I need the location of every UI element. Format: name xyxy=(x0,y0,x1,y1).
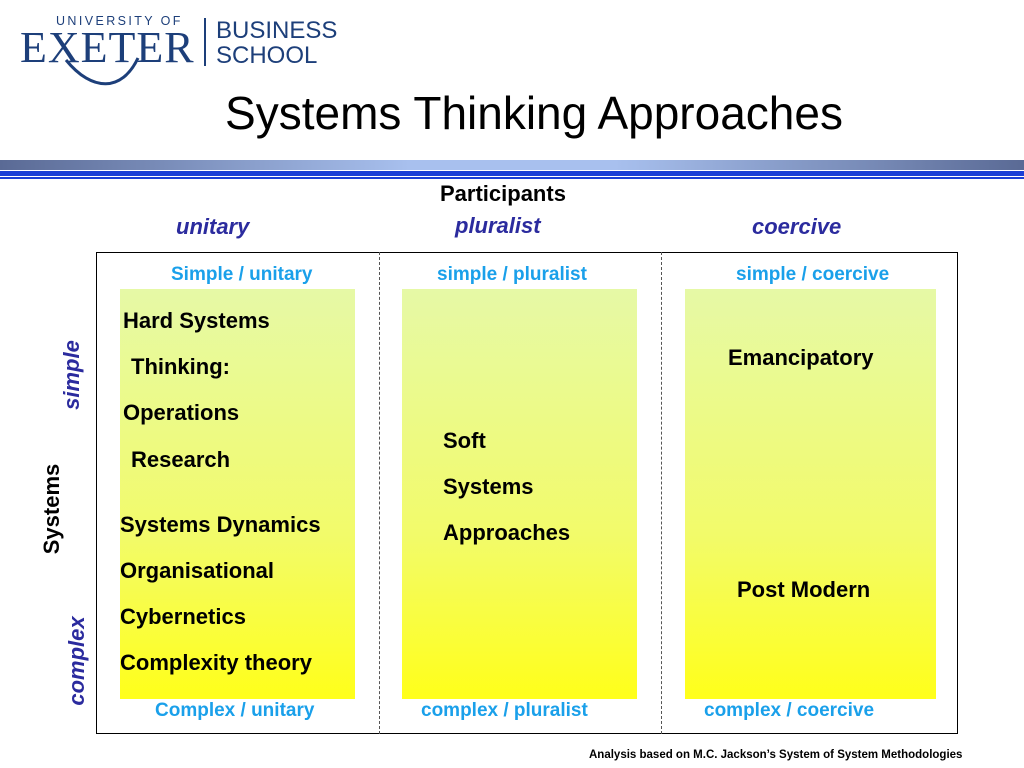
text-cybernetics: Cybernetics xyxy=(120,604,246,629)
text-operations: Operations xyxy=(123,400,240,425)
header-blue-bar xyxy=(0,171,1024,176)
coercive-label: coercive xyxy=(752,214,842,239)
divider-right xyxy=(661,252,662,734)
university-logo: UNIVERSITY OF EXETER BUSINESS SCHOOL xyxy=(8,6,337,90)
logo-business: BUSINESS xyxy=(216,17,338,44)
text-soft: Soft xyxy=(443,428,486,453)
logo-divider xyxy=(204,18,206,66)
participants-label: Participants xyxy=(440,181,566,206)
text-complexity-theory: Complexity theory xyxy=(120,650,312,675)
header-blue-line xyxy=(0,177,1024,179)
corner-complex-coercive: complex / coercive xyxy=(704,700,875,721)
text-systems: Systems xyxy=(443,474,534,499)
complex-axis-label: complex xyxy=(64,616,89,706)
panel-coercive xyxy=(685,289,936,699)
panel-unitary xyxy=(120,289,355,699)
logo-school: SCHOOL xyxy=(216,42,318,69)
corner-complex-unitary: Complex / unitary xyxy=(155,700,315,721)
corner-simple-unitary: Simple / unitary xyxy=(171,264,313,285)
text-emancipatory: Emancipatory xyxy=(728,345,874,370)
complex-axis-wrap: complex xyxy=(46,606,110,716)
corner-simple-coercive: simple / coercive xyxy=(736,264,890,285)
pluralist-label: pluralist xyxy=(455,213,541,238)
matrix-frame xyxy=(96,252,958,734)
header-gradient-bar xyxy=(0,160,1024,170)
text-approaches: Approaches xyxy=(443,520,571,545)
text-organisational: Organisational xyxy=(120,558,275,583)
logo-university-of: UNIVERSITY OF xyxy=(56,14,183,28)
corner-simple-pluralist: simple / pluralist xyxy=(437,264,587,285)
slide-title: Systems Thinking Approaches xyxy=(225,87,843,139)
simple-axis-wrap: simple xyxy=(40,330,104,420)
simple-axis-label: simple xyxy=(59,340,84,410)
systems-axis-label: Systems xyxy=(39,463,64,555)
corner-complex-pluralist: complex / pluralist xyxy=(421,700,588,721)
text-post-modern: Post Modern xyxy=(737,577,871,602)
systems-axis-wrap: Systems xyxy=(22,460,82,560)
logo-exeter: EXETER xyxy=(20,23,195,72)
text-research: Research xyxy=(131,447,231,472)
divider-left xyxy=(379,252,380,734)
text-thinking: Thinking: xyxy=(131,354,230,379)
panel-pluralist xyxy=(402,289,637,699)
footnote: Analysis based on M.C. Jackson’s System … xyxy=(589,749,963,761)
logo-swoosh-icon xyxy=(64,57,140,86)
text-hard-systems: Hard Systems xyxy=(123,308,270,333)
text-systems-dynamics: Systems Dynamics xyxy=(120,512,321,537)
logo-business-school: BUSINESS SCHOOL xyxy=(216,18,337,68)
unitary-label: unitary xyxy=(176,214,250,239)
